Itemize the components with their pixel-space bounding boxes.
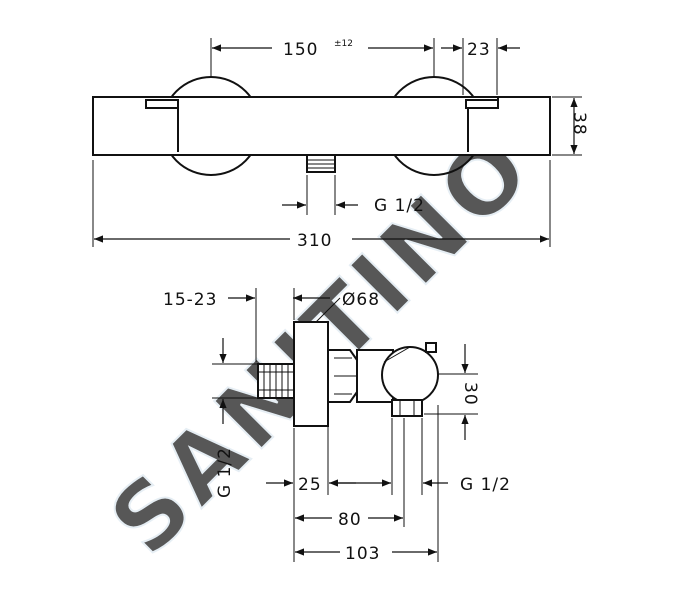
- left-handle-plate: [145, 99, 179, 109]
- inlet-thread: [257, 363, 295, 399]
- front-view-dimensions: 150 ±12 23 38 G 1/2 310: [92, 38, 589, 251]
- dim-spacing-tolerance: ±12: [334, 39, 353, 49]
- dim-outlet-height-label: 30: [460, 382, 480, 406]
- dim-outlet-side-label: G 1/2: [460, 475, 511, 495]
- outlet-connector: [306, 154, 336, 173]
- outlet-nut-side: [391, 399, 423, 417]
- dim-height-label: 38: [569, 112, 589, 136]
- dim-depth-80-label: 80: [338, 510, 362, 530]
- dim-spacing-label: 150: [283, 40, 318, 60]
- dim-eccentric-label: 15-23: [163, 290, 217, 310]
- top-knob: [425, 342, 437, 353]
- side-view: [257, 321, 439, 427]
- right-handle-plate: [465, 99, 499, 109]
- dim-diameter-label: Ø68: [342, 290, 380, 310]
- dim-outlet-label: G 1/2: [374, 196, 425, 216]
- side-view-dimensions: 15-23 Ø68 G 1/2 30 25 G 1/2 80: [163, 288, 511, 564]
- front-view: [92, 76, 551, 176]
- dim-depth-103-label: 103: [345, 544, 380, 564]
- dim-depth-25-label: 25: [298, 475, 322, 495]
- thermostat-body-side: [381, 346, 439, 404]
- side-rosette: [293, 321, 329, 427]
- dim-inlet-label: G 1/2: [215, 447, 235, 498]
- diameter-leader: [315, 297, 341, 323]
- dim-total-length-label: 310: [297, 231, 332, 251]
- dim-offset-label: 23: [467, 40, 491, 60]
